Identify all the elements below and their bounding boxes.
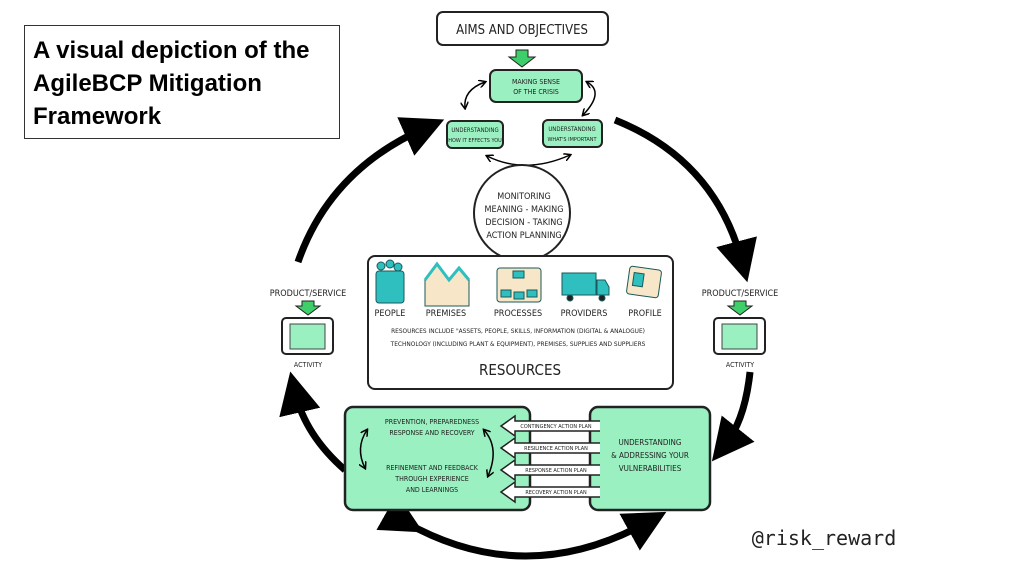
resources-description: RESOURCES INCLUDE "ASSETS, PEOPLE, SKILL… — [391, 327, 645, 335]
resource-processes-label: PROCESSES — [494, 309, 542, 319]
cycle-arrow-top-right — [613, 116, 757, 283]
down-arrow-icon — [726, 300, 754, 316]
double-arrow-icon — [484, 430, 493, 476]
providers-truck-icon — [561, 272, 610, 302]
understanding-effects-line: HOW IT EFFECTS YOU — [448, 138, 502, 144]
monitoring-line: ACTION PLANNING — [486, 231, 561, 241]
action-plan-arrow: CONTINGENCY ACTION PLAN — [499, 414, 600, 438]
aims-label: AIMS AND OBJECTIVES — [456, 23, 588, 38]
people-icon — [375, 259, 405, 304]
action-plan-label: CONTINGENCY ACTION PLAN — [520, 424, 591, 430]
cycle-arrow-left-lower — [279, 371, 348, 473]
action-plan-arrow: RESILIENCE ACTION PLAN — [499, 436, 600, 460]
profile-id-icon — [626, 265, 662, 299]
understanding-important-line: UNDERSTANDING — [548, 126, 595, 133]
premises-icon — [423, 261, 471, 307]
action-plan-label: RESPONSE ACTION PLAN — [525, 468, 587, 474]
left-box-line: THROUGH EXPERIENCE — [394, 475, 469, 483]
activity-worker-icon — [289, 323, 326, 350]
processes-icon — [496, 267, 542, 303]
resource-people-label: PEOPLE — [375, 309, 406, 319]
aims-box — [436, 11, 609, 46]
resources-heading: RESOURCES — [479, 361, 561, 379]
left-box-line: REFINEMENT AND FEEDBACK — [386, 464, 479, 472]
understanding-effects-line: UNDERSTANDING — [451, 127, 498, 134]
double-arrow-icon — [487, 155, 570, 166]
right-product-service-label: PRODUCT/SERVICE — [702, 289, 778, 299]
cycle-arrow-right-lower — [711, 371, 755, 462]
left-box-line: AND LEARNINGS — [406, 486, 458, 494]
action-plan-arrow: RESPONSE ACTION PLAN — [499, 458, 600, 482]
left-box-line: RESPONSE AND RECOVERY — [389, 429, 474, 437]
resource-profile-label: PROFILE — [628, 309, 662, 319]
monitoring-line: MONITORING — [497, 192, 550, 202]
making-sense-box — [489, 69, 583, 103]
activity-worker-icon — [721, 323, 758, 350]
making-sense-line: OF THE CRISIS — [513, 88, 559, 96]
action-plan-arrows: CONTINGENCY ACTION PLAN RESILIENCE ACTIO… — [499, 414, 600, 504]
making-sense-line: MAKING SENSE — [512, 78, 560, 86]
resource-premises-label: PREMISES — [426, 309, 466, 319]
action-plan-label: RESILIENCE ACTION PLAN — [524, 446, 588, 452]
resource-providers-label: PROVIDERS — [561, 309, 608, 319]
understanding-important-line: WHAT'S IMPORTANT — [547, 137, 597, 143]
double-arrow-icon — [465, 82, 485, 108]
right-box-line: UNDERSTANDING — [618, 438, 681, 447]
double-arrow-icon — [583, 82, 596, 115]
resources-description: TECHNOLOGY (INCLUDING PLANT & EQUIPMENT)… — [390, 340, 646, 348]
left-activity-label: ACTIVITY — [294, 361, 322, 369]
understanding-effects-box — [446, 120, 504, 149]
left-box-line: PREVENTION, PREPAREDNESS — [385, 418, 479, 426]
action-plan-arrow: RECOVERY ACTION PLAN — [499, 480, 600, 504]
understanding-important-box — [542, 119, 603, 148]
down-arrow-icon — [507, 49, 537, 68]
author-handle: @risk_reward — [752, 526, 897, 550]
double-arrow-icon — [360, 430, 367, 468]
right-activity-label: ACTIVITY — [726, 361, 754, 369]
left-product-service-label: PRODUCT/SERVICE — [270, 289, 346, 299]
cycle-arrow-bottom — [376, 493, 667, 560]
right-box-line: VULNERABILITIES — [619, 464, 682, 473]
monitoring-line: DECISION - TAKING — [485, 218, 562, 228]
cycle-arrow-top-left — [294, 117, 445, 264]
action-plan-label: RECOVERY ACTION PLAN — [525, 490, 587, 496]
diagram-title: A visual depiction of the AgileBCP Mitig… — [24, 25, 340, 139]
down-arrow-icon — [294, 300, 322, 316]
monitoring-line: MEANING - MAKING — [484, 205, 563, 215]
right-box-line: & ADDRESSING YOUR — [611, 451, 689, 460]
vulnerabilities-box — [588, 405, 712, 512]
